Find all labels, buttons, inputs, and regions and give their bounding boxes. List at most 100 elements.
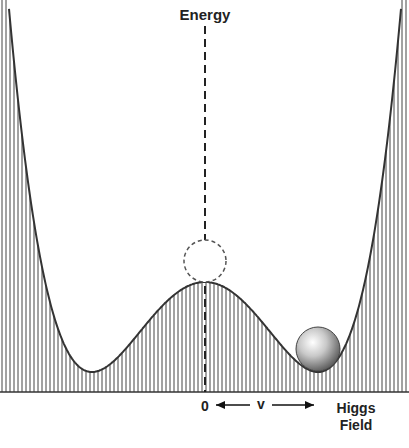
hatch-line xyxy=(118,357,119,392)
hatch-line xyxy=(306,368,307,392)
hatch-line xyxy=(86,371,87,392)
hatch-line xyxy=(390,118,391,392)
hatch-line xyxy=(6,0,7,392)
hatch-line xyxy=(46,286,47,392)
hatch-line xyxy=(266,327,267,392)
hatch-line xyxy=(38,246,39,392)
hatch-line xyxy=(102,369,103,392)
hatch-line xyxy=(170,298,171,392)
hatch-line xyxy=(194,284,195,392)
hatch-line xyxy=(150,320,151,392)
hatch-line xyxy=(190,285,191,392)
hatch-line xyxy=(22,135,23,392)
hatch-line xyxy=(106,367,107,392)
hatch-line xyxy=(366,277,367,393)
hatch-line xyxy=(210,282,211,392)
hatch-line xyxy=(222,286,223,392)
axis-label: Energy xyxy=(180,6,231,23)
hatch-line xyxy=(214,283,215,392)
hatch-line xyxy=(166,302,167,392)
hatch-line xyxy=(294,359,295,392)
hatch-line xyxy=(178,292,179,392)
hatch-line xyxy=(2,0,3,392)
hatch-line xyxy=(126,349,127,393)
hatch-line xyxy=(10,20,11,392)
hatch-line xyxy=(258,317,259,392)
hatch-line xyxy=(186,287,187,392)
hatch-line xyxy=(354,323,355,392)
hatch-line xyxy=(310,370,311,392)
hatch-line xyxy=(402,0,403,392)
hatch-line xyxy=(122,353,123,392)
hatch-line xyxy=(134,339,135,392)
hatch-line xyxy=(26,167,27,392)
hatch-line xyxy=(18,100,19,392)
energy-axis xyxy=(204,26,206,392)
hatch-line xyxy=(342,352,343,392)
vev-label: v xyxy=(254,396,268,412)
hatch-line xyxy=(198,283,199,392)
hatch-line xyxy=(202,282,203,392)
hatch-line xyxy=(274,337,275,392)
hatch-line xyxy=(302,366,303,392)
hatch-line xyxy=(70,356,71,392)
hatch-line xyxy=(94,372,95,392)
hatch-line xyxy=(82,369,83,392)
hatch-line xyxy=(238,297,239,392)
hatch-line xyxy=(394,81,395,392)
hatch-line xyxy=(254,313,255,392)
hatch-line xyxy=(146,324,147,392)
hatch-line xyxy=(226,288,227,392)
hatch-line xyxy=(270,332,271,392)
hatch-line xyxy=(14,62,15,392)
hatch-line xyxy=(114,361,115,392)
unstable-position xyxy=(184,240,226,282)
hatch-line xyxy=(154,315,155,392)
hatch-line xyxy=(90,372,91,392)
hatch-line xyxy=(66,348,67,392)
origin-label: 0 xyxy=(201,398,209,414)
vev-arrow-left xyxy=(216,404,250,406)
hatch-line xyxy=(374,234,375,392)
hatch-line xyxy=(98,371,99,392)
hatch-line xyxy=(50,302,51,392)
hatch-line xyxy=(386,151,387,392)
hatch-line xyxy=(110,364,111,392)
vev-arrow-right xyxy=(272,404,314,406)
hatch-line xyxy=(218,284,219,392)
hatch-line xyxy=(162,306,163,392)
axis-label: Higgs Field xyxy=(328,400,384,434)
hatch-line xyxy=(74,361,75,392)
hatch-line xyxy=(58,329,59,392)
hatch-line xyxy=(206,282,207,392)
hatch-line xyxy=(42,267,43,392)
hatch-line xyxy=(282,346,283,392)
hatch-line xyxy=(246,304,247,392)
hatch-line xyxy=(398,41,399,392)
hatch-line xyxy=(314,372,315,392)
hatch-line xyxy=(370,257,371,392)
hatch-line xyxy=(62,339,63,392)
hatch-line xyxy=(242,300,243,392)
hatch-line xyxy=(34,222,35,392)
ball xyxy=(296,327,340,371)
hatch-line xyxy=(130,344,131,392)
hatch-line xyxy=(234,294,235,393)
hatch-line xyxy=(290,355,291,392)
hatch-line xyxy=(338,359,339,392)
hatch-line xyxy=(350,334,351,392)
hatch-line xyxy=(262,322,263,392)
hatch-line xyxy=(174,295,175,392)
hatch-line xyxy=(334,364,335,392)
hatch-line xyxy=(298,363,299,392)
hatch-line xyxy=(78,366,79,392)
hatch-line xyxy=(362,294,363,392)
hatch-line xyxy=(138,334,139,392)
hatch-line xyxy=(406,0,407,392)
hatch-line xyxy=(346,344,347,392)
hatch-line xyxy=(230,291,231,392)
hatch-line xyxy=(286,351,287,392)
hatch-line xyxy=(54,316,55,392)
hatch-line xyxy=(182,289,183,392)
